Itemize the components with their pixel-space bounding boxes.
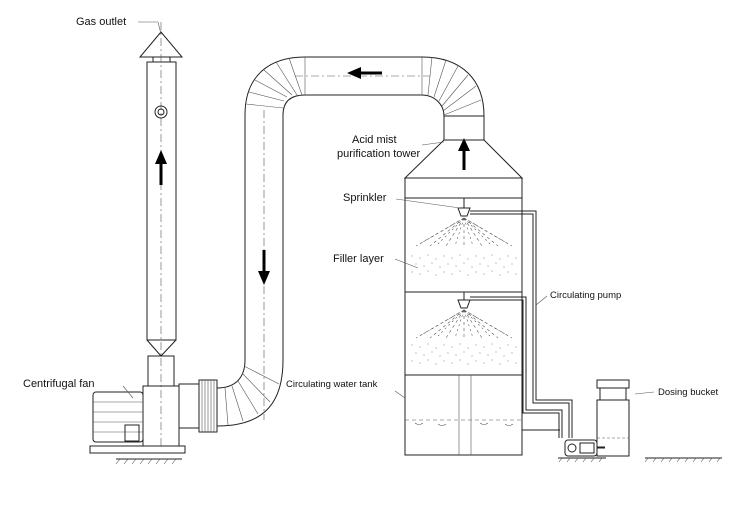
filler-layer-upper	[408, 252, 519, 278]
fan-base	[89, 445, 186, 454]
circulation-piping	[470, 210, 573, 438]
filler-layer-lower	[411, 343, 517, 365]
fan-motor	[92, 391, 144, 443]
label-circulating-pump: Circulating pump	[550, 290, 621, 301]
label-centrifugal-fan: Centrifugal fan	[23, 378, 95, 390]
label-circulating-water-tank: Circulating water tank	[286, 379, 378, 390]
exhaust-stack	[138, 22, 184, 447]
label-acid-mist-line2: purification tower	[337, 148, 420, 160]
dosing-bucket	[596, 379, 722, 463]
labels: Gas outlet Acid mist purification tower …	[23, 16, 719, 398]
duct-top-elbow	[244, 56, 306, 116]
leader-lines	[122, 21, 655, 399]
arrow-down-riser	[258, 250, 270, 285]
label-dosing-bucket: Dosing bucket	[658, 387, 719, 398]
dosing-bucket-lid	[596, 379, 630, 389]
sprinkler-lower	[415, 292, 513, 339]
sprinkler-upper	[415, 198, 513, 247]
flow-arrows	[155, 67, 470, 285]
sprinkler-head-icon	[457, 207, 471, 217]
sampling-port-icon	[154, 105, 168, 119]
pipe-upper-feed	[470, 210, 573, 438]
label-acid-mist-line1: Acid mist	[352, 134, 397, 146]
pump-body	[564, 439, 598, 457]
circulating-pump	[558, 439, 606, 463]
duct-right-elbow	[421, 56, 485, 117]
pipe-lower-feed	[470, 296, 563, 438]
purification-tower	[403, 139, 524, 456]
duct-bottom-elbow	[216, 359, 246, 389]
duct	[216, 56, 485, 427]
label-filler-layer: Filler layer	[333, 253, 384, 265]
stack-body	[146, 61, 177, 341]
tower-base	[404, 374, 523, 456]
dosing-bucket-body	[596, 399, 630, 457]
label-sprinkler: Sprinkler	[343, 192, 387, 204]
centrifugal-fan	[89, 379, 218, 465]
label-gas-outlet: Gas outlet	[76, 16, 126, 28]
sprinkler-head-icon	[457, 299, 471, 309]
arrow-left-duct	[347, 67, 382, 79]
arrow-up-stack	[155, 150, 167, 185]
arrow-up-tower	[458, 138, 470, 170]
